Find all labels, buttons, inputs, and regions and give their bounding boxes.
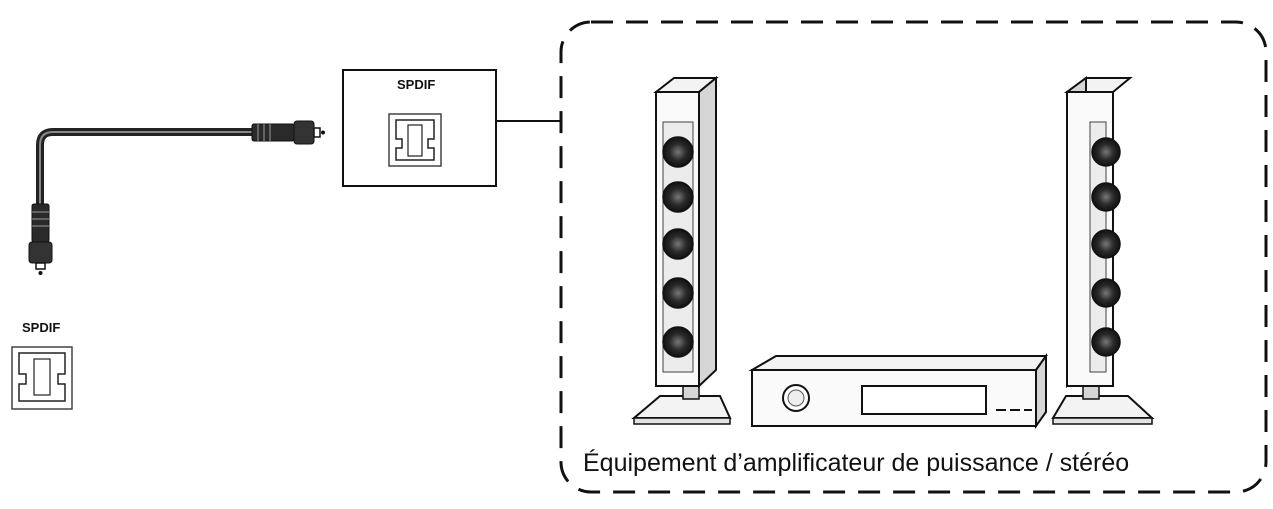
source-port-label: SPDIF bbox=[22, 320, 61, 335]
left-speaker-icon bbox=[631, 75, 732, 425]
target-port-label: SPDIF bbox=[397, 77, 436, 92]
equipment-dashed-boundary bbox=[559, 20, 1268, 494]
right-speaker-icon bbox=[1051, 76, 1155, 425]
source-optical-port-icon bbox=[11, 346, 73, 410]
equipment-caption: Équipement d’amplificateur de puissance … bbox=[583, 449, 1130, 477]
amplifier-icon bbox=[748, 352, 1048, 430]
target-optical-port-icon bbox=[388, 113, 442, 167]
optical-cable-icon bbox=[28, 120, 325, 275]
